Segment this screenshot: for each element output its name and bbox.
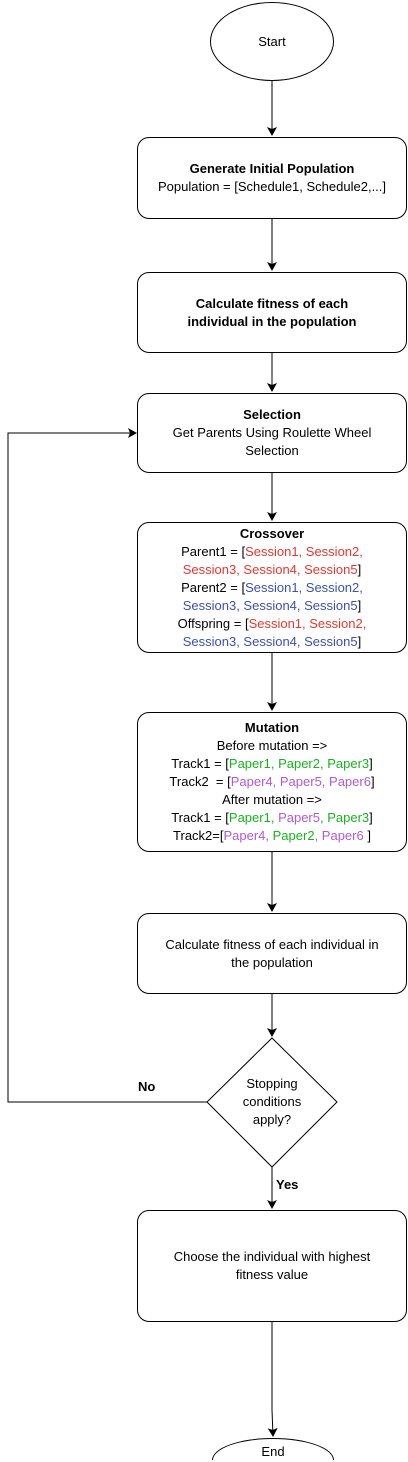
parent1-close: ] bbox=[357, 561, 362, 577]
parent1-line1: Parent1 = [Session1, Session2, bbox=[181, 543, 363, 561]
decision-diamond bbox=[206, 1037, 338, 1168]
selection-line2: Selection bbox=[245, 443, 299, 458]
track1-label: Track1 = [ bbox=[171, 810, 229, 825]
start-terminal: Start bbox=[210, 2, 334, 81]
parent2-close: ] bbox=[357, 597, 362, 613]
after-track1: Track1 = [Paper1, Paper5, Paper3] bbox=[171, 809, 373, 827]
parent1-label: Parent1 = [ bbox=[181, 543, 246, 559]
yes-label: Yes bbox=[276, 1177, 299, 1192]
decision-text: Stopping conditions apply? bbox=[222, 1072, 322, 1132]
selection-title: Selection bbox=[243, 407, 301, 422]
end-label: End bbox=[261, 1444, 285, 1459]
crossover-step: Crossover Parent1 = [Session1, Session2,… bbox=[137, 522, 407, 653]
comma: , bbox=[270, 756, 279, 771]
parent2-line1: Parent2 = [Session1, Session2, bbox=[181, 579, 363, 597]
calculate-fitness-step: Calculate fitness of each individual in … bbox=[137, 272, 407, 353]
crossover-title: Crossover bbox=[239, 525, 305, 541]
paper2-label: Paper2 bbox=[278, 756, 320, 771]
parent2-label: Parent2 = [ bbox=[181, 579, 246, 595]
selection-step: Selection Get Parents Using Roulette Whe… bbox=[137, 393, 407, 473]
decision-line2: conditions bbox=[242, 1094, 302, 1109]
fitness2-line1: Calculate fitness of each individual in bbox=[165, 936, 379, 952]
track1-label: Track1 = [ bbox=[171, 756, 229, 771]
arrow-no-loop-to-selection bbox=[7, 428, 207, 1103]
fitness1-line1: Calculate fitness of each bbox=[195, 295, 349, 311]
mutation-step: Mutation Before mutation => Track1 = [Pa… bbox=[137, 712, 407, 852]
choose-line2: fitness value bbox=[235, 1267, 309, 1282]
offspring-line1: Offspring = [Session1, Session2, bbox=[178, 615, 367, 633]
generate-text: Population = [Schedule1, Schedule2,...] bbox=[157, 179, 387, 194]
parent1-line2: Session3, Session4, Session5] bbox=[183, 561, 362, 579]
comma: , bbox=[319, 756, 328, 771]
paper3-label: Paper3 bbox=[327, 810, 370, 825]
start-label: Start bbox=[258, 33, 286, 49]
track2-label: Track2 = [ bbox=[169, 774, 231, 789]
fitness2-line2: the population bbox=[231, 954, 313, 970]
comma: , bbox=[314, 828, 322, 843]
comma: , bbox=[321, 774, 330, 789]
choose-line1: Choose the individual with highest bbox=[173, 1249, 371, 1264]
paper4-label: Paper4 bbox=[230, 774, 273, 789]
comma: , bbox=[272, 774, 280, 789]
mutation-after-label: After mutation => bbox=[222, 792, 322, 807]
decision-line1: Stopping bbox=[246, 1076, 298, 1091]
no-label: No bbox=[138, 1079, 156, 1094]
decision-line3: apply? bbox=[252, 1112, 292, 1127]
calculate-fitness-step-2: Calculate fitness of each individual in … bbox=[137, 913, 407, 994]
generate-title: Generate Initial Population bbox=[189, 161, 355, 176]
before-track1: Track1 = [Paper1, Paper2, Paper3] bbox=[171, 755, 373, 773]
fitness1-line2: individual in the population bbox=[187, 313, 357, 329]
before-track2: Track2 = [Paper4, Paper5, Paper6] bbox=[169, 773, 374, 791]
offspring-label: Offspring = [ bbox=[177, 615, 249, 631]
close-bracket: ] bbox=[369, 756, 373, 771]
arrow-choose-to-end bbox=[267, 1322, 278, 1437]
close-bracket: ] bbox=[363, 828, 371, 843]
paper5-label: Paper5 bbox=[279, 774, 322, 789]
parent2-sessions-b: Session3, Session4, Session5 bbox=[182, 597, 358, 613]
offspring-sessions-a: Session1, Session2, bbox=[248, 615, 367, 631]
paper6-label: Paper6 bbox=[321, 828, 364, 843]
paper2-label: Paper2 bbox=[272, 828, 315, 843]
parent1-sessions-a: Session1, Session2, bbox=[245, 543, 363, 559]
paper1-label: Paper1 bbox=[228, 810, 271, 825]
paper5-label: Paper5 bbox=[278, 810, 320, 825]
parent2-sessions-a: Session1, Session2, bbox=[245, 579, 363, 595]
choose-best-step: Choose the individual with highest fitne… bbox=[137, 1210, 407, 1322]
parent2-line2: Session3, Session4, Session5] bbox=[183, 597, 362, 615]
close-bracket: ] bbox=[369, 810, 373, 825]
comma: , bbox=[270, 810, 279, 825]
mutation-title: Mutation bbox=[244, 720, 300, 735]
mutation-before-label: Before mutation => bbox=[216, 738, 328, 753]
offspring-sessions-b: Session3, Session4, Session5 bbox=[182, 633, 358, 649]
selection-line1: Get Parents Using Roulette Wheel bbox=[172, 425, 372, 440]
end-terminal: End bbox=[212, 1438, 334, 1460]
comma: , bbox=[265, 828, 273, 843]
paper6-label: Paper6 bbox=[329, 774, 371, 789]
paper1-label: Paper1 bbox=[228, 756, 271, 771]
after-track2: Track2=[Paper4, Paper2, Paper6 ] bbox=[173, 827, 371, 845]
paper4-label: Paper4 bbox=[223, 828, 266, 843]
offspring-close: ] bbox=[357, 633, 362, 649]
generate-population-step: Generate Initial Population Population =… bbox=[137, 137, 407, 219]
track2-label: Track2=[ bbox=[173, 828, 224, 843]
parent1-sessions-b: Session3, Session4, Session5 bbox=[182, 561, 358, 577]
paper3-label: Paper3 bbox=[327, 756, 370, 771]
close-bracket: ] bbox=[370, 774, 375, 789]
comma: , bbox=[319, 810, 328, 825]
offspring-line2: Session3, Session4, Session5] bbox=[183, 633, 362, 651]
